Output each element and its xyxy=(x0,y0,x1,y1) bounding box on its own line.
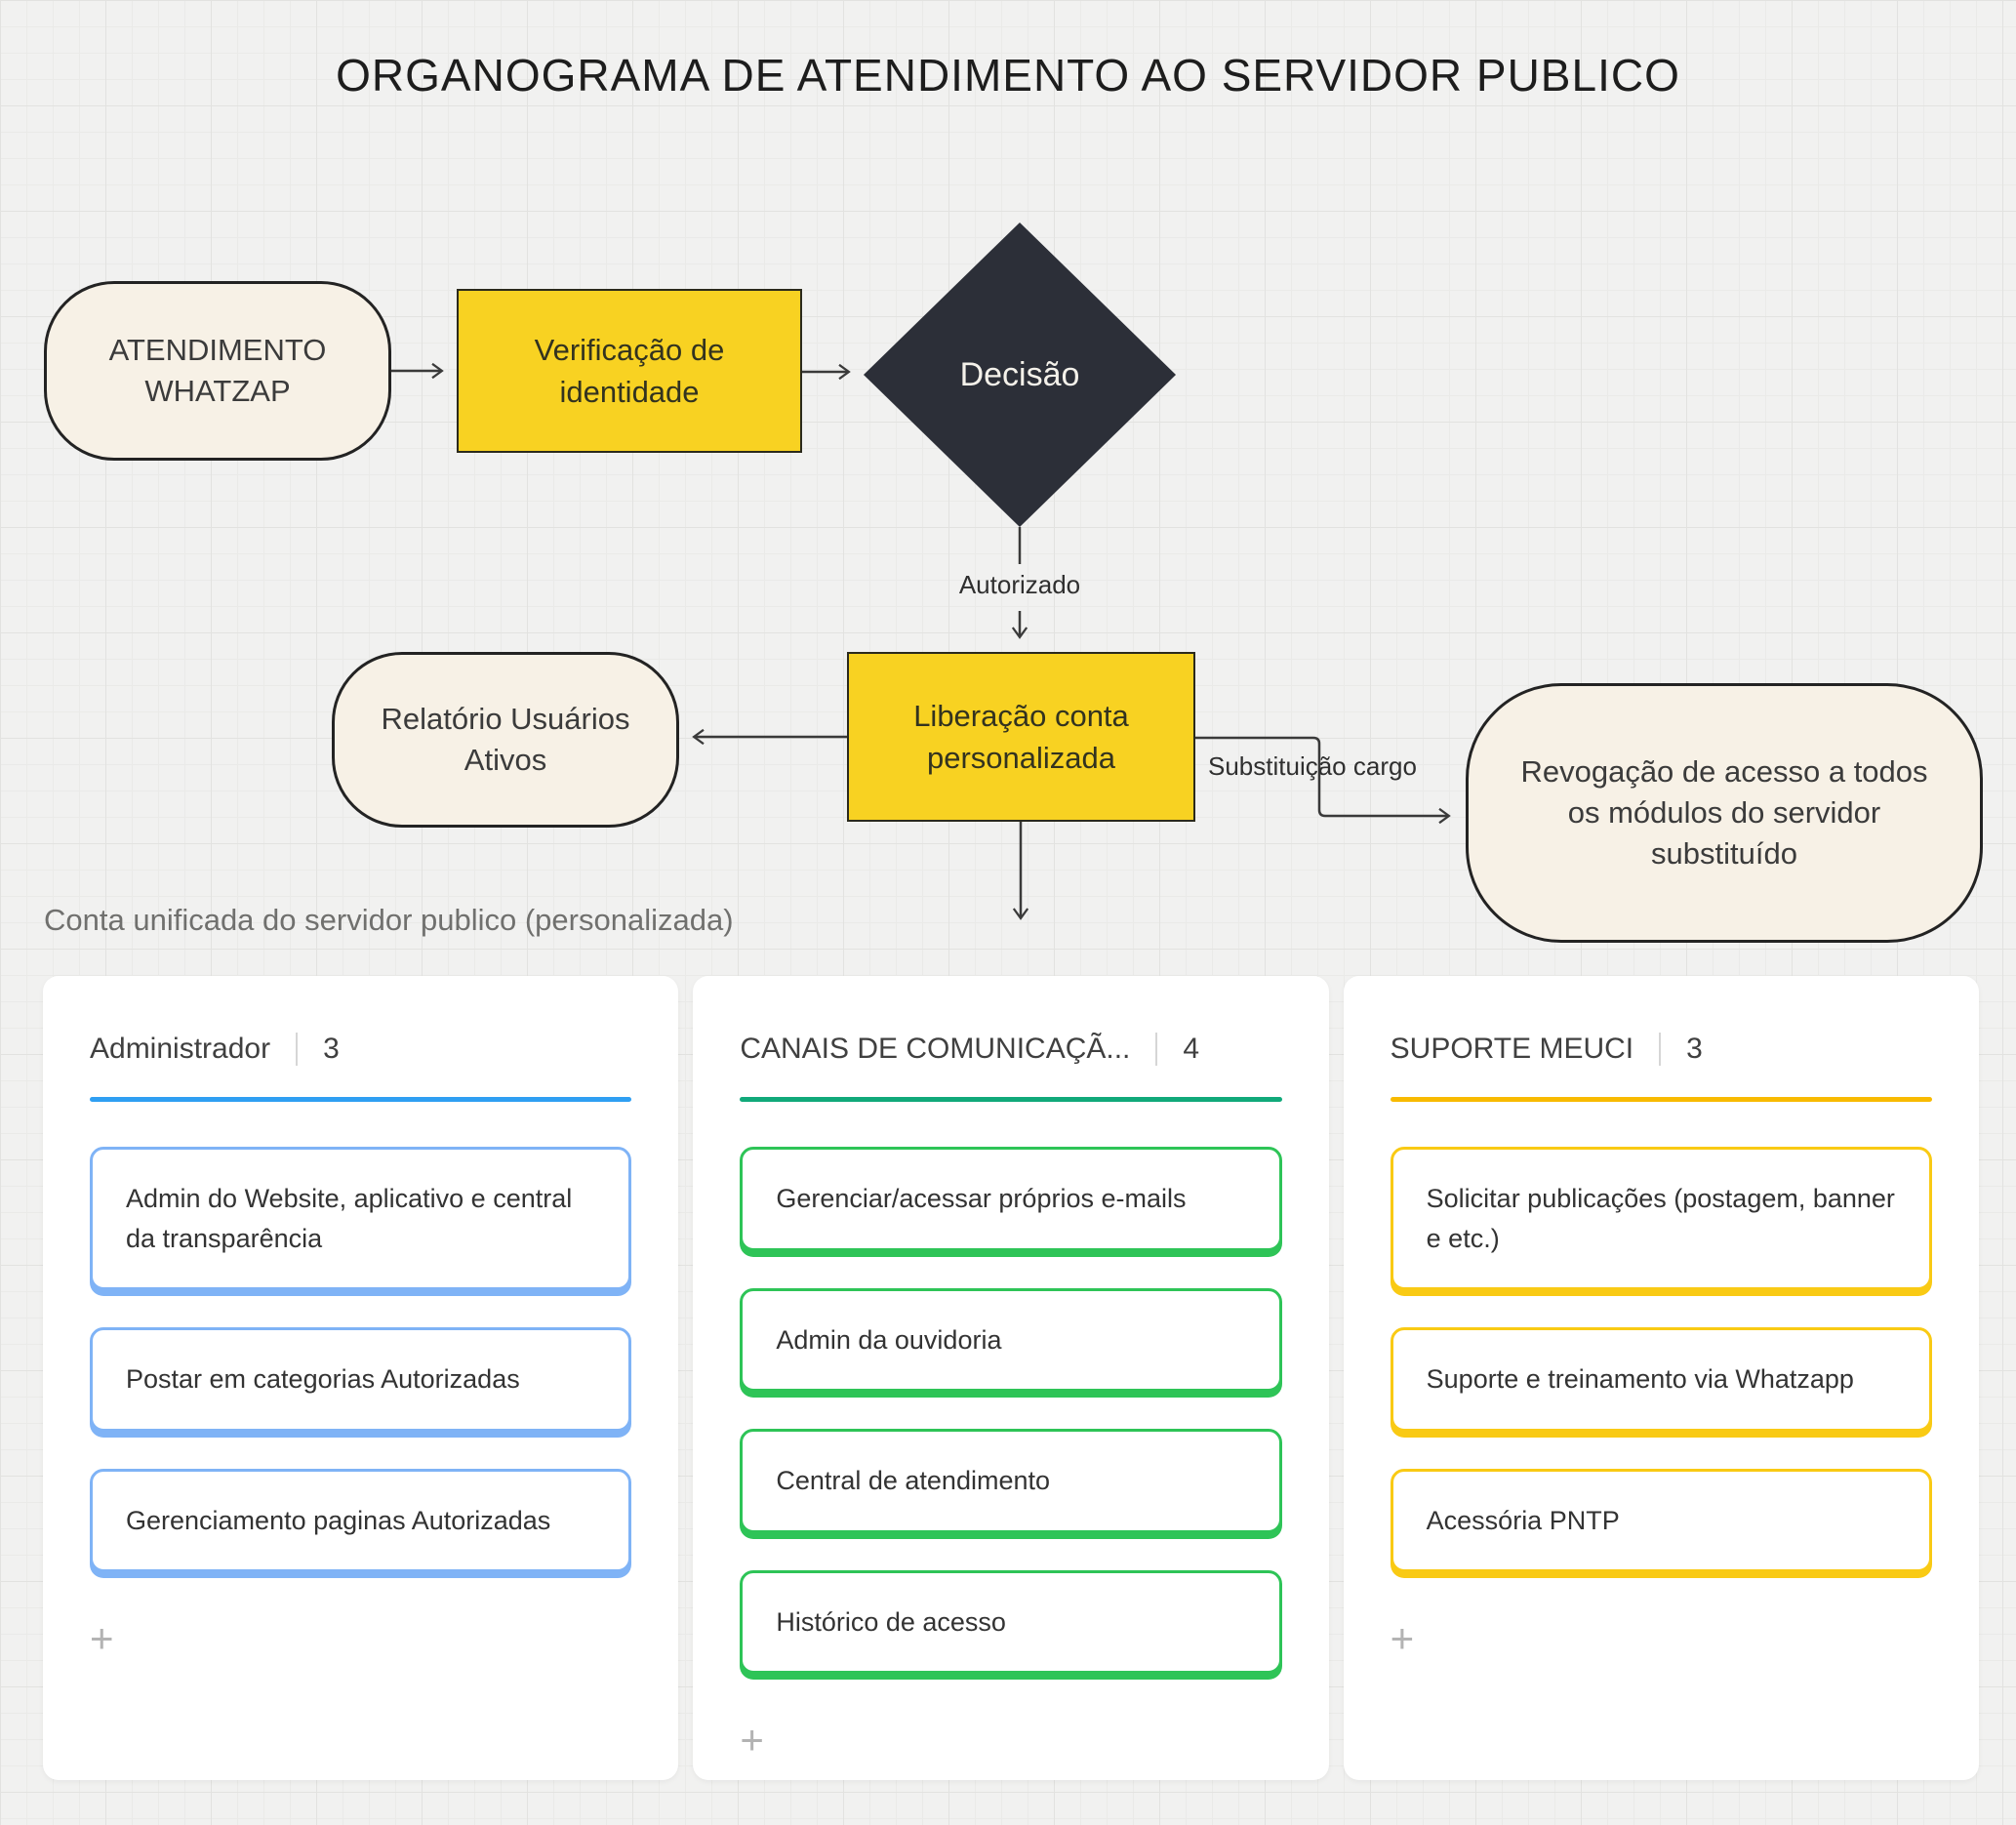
column-count-divider xyxy=(1155,1033,1158,1066)
node-revogacao-acesso[interactable]: Revogação de acesso a todos os módulos d… xyxy=(1466,683,1983,943)
card[interactable]: Central de atendimento xyxy=(740,1429,1282,1533)
node-label: Revogação de acesso a todos os módulos d… xyxy=(1520,754,1928,871)
node-label: Verificação de identidade xyxy=(534,332,725,409)
caption-conta-unificada: Conta unificada do servidor publico (per… xyxy=(44,903,734,937)
card[interactable]: Suporte e treinamento via Whatzapp xyxy=(1390,1327,1932,1432)
column-title: Administrador xyxy=(90,1033,271,1065)
column-header[interactable]: Administrador 3 xyxy=(90,1033,631,1066)
column-count: 4 xyxy=(1183,1033,1200,1065)
card-list: Admin do Website, aplicativo e central d… xyxy=(90,1147,632,1572)
add-card-button[interactable]: + xyxy=(740,1717,764,1763)
column-header[interactable]: SUPORTE MEUCI 3 xyxy=(1391,1033,1932,1066)
column-title: CANAIS DE COMUNICAÇÃ... xyxy=(740,1033,1131,1065)
card[interactable]: Postar em categorias Autorizadas xyxy=(90,1327,632,1432)
column-canais-comunicacao: CANAIS DE COMUNICAÇÃ... 4 Gerenciar/aces… xyxy=(693,976,1329,1780)
card[interactable]: Acessória PNTP xyxy=(1390,1468,1932,1572)
node-verificacao-identidade[interactable]: Verificação de identidade xyxy=(457,289,802,453)
column-count-divider xyxy=(296,1033,299,1066)
card[interactable]: Gerenciar/acessar próprios e-mails xyxy=(740,1147,1282,1251)
node-liberacao-conta[interactable]: Liberação conta personalizada xyxy=(847,652,1195,822)
column-suporte-meuci: SUPORTE MEUCI 3 Solicitar publicações (p… xyxy=(1343,976,1979,1780)
column-header[interactable]: CANAIS DE COMUNICAÇÃ... 4 xyxy=(740,1033,1281,1066)
node-label: ATENDIMENTO WHATZAP xyxy=(108,333,327,408)
column-title: SUPORTE MEUCI xyxy=(1390,1033,1634,1065)
node-decisao[interactable]: Decisão xyxy=(864,223,1176,527)
node-label: Decisão xyxy=(959,355,1080,393)
column-accent-underline xyxy=(740,1097,1282,1102)
card[interactable]: Histórico de acesso xyxy=(740,1569,1282,1674)
node-atendimento-whatzap[interactable]: ATENDIMENTO WHATZAP xyxy=(44,281,391,461)
kanban-board: Administrador 3 Admin do Website, aplica… xyxy=(43,976,1979,1780)
add-card-button[interactable]: + xyxy=(90,1615,114,1661)
column-accent-underline xyxy=(1390,1097,1932,1102)
column-count: 3 xyxy=(1686,1033,1703,1065)
card[interactable]: Admin da ouvidoria xyxy=(740,1287,1282,1392)
card-list: Gerenciar/acessar próprios e-mails Admin… xyxy=(740,1147,1282,1674)
node-label: Relatório Usuários Ativos xyxy=(381,702,630,777)
node-relatorio-usuarios[interactable]: Relatório Usuários Ativos xyxy=(332,652,679,828)
edge-label-autorizado: Autorizado xyxy=(958,570,1081,599)
column-count: 3 xyxy=(323,1033,340,1065)
card[interactable]: Admin do Website, aplicativo e central d… xyxy=(90,1147,632,1290)
card[interactable]: Solicitar publicações (postagem, banner … xyxy=(1390,1147,1932,1290)
page-title: ORGANOGRAMA DE ATENDIMENTO AO SERVIDOR P… xyxy=(336,50,1680,101)
connector-liberacao-revogacao[interactable] xyxy=(1195,736,1451,825)
card[interactable]: Gerenciamento paginas Autorizadas xyxy=(90,1468,632,1572)
edge-label-substituicao-cargo: Substituição cargo xyxy=(1208,751,1417,781)
node-label: Liberação conta personalizada xyxy=(913,698,1129,775)
card-list: Solicitar publicações (postagem, banner … xyxy=(1390,1147,1932,1572)
add-card-button[interactable]: + xyxy=(1390,1615,1415,1661)
column-accent-underline xyxy=(90,1097,632,1102)
column-administrador: Administrador 3 Admin do Website, aplica… xyxy=(43,976,679,1780)
column-count-divider xyxy=(1659,1033,1662,1066)
